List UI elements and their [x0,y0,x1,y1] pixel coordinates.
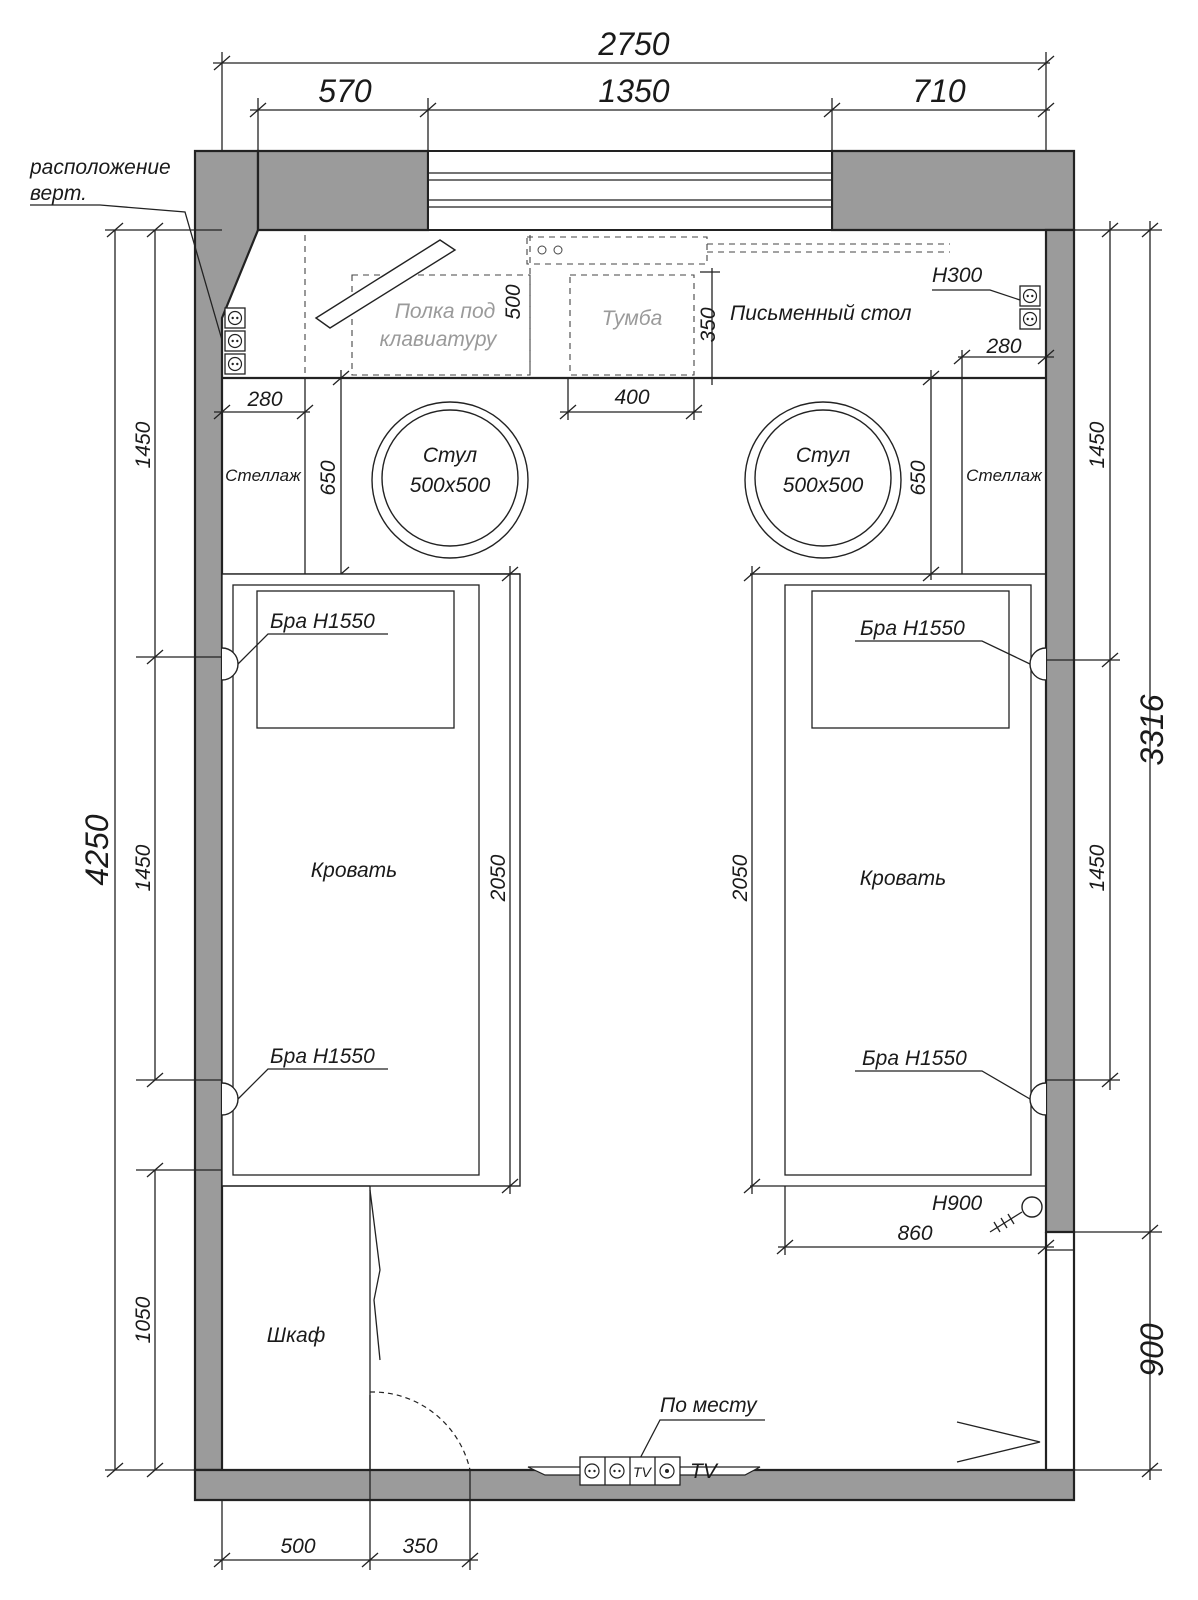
socket-icon [1019,308,1041,330]
socket-icon [224,330,246,352]
label-cabinet: Тумба [602,307,663,330]
label-chair-right-2: 500х500 [783,474,864,497]
dim-right-1450-top: 1450 [1086,421,1109,468]
dim-bottom-350: 350 [402,1535,437,1558]
chair-left: Стул 500х500 [371,401,529,559]
label-wardrobe: Шкаф [267,1324,325,1347]
label-vertical-location-1: расположение [29,156,171,179]
dim-keyboard-500: 500 [502,284,525,319]
socket-icon [224,353,246,375]
bed-left: Кровать 2050 [221,566,521,1194]
left-dimensions: 4250 1450 1450 1050 [79,222,222,1478]
sconces: Бра Н1550 Бра Н1550 Бра Н1550 Бра Н1550 [221,610,1047,1116]
label-desk: Письменный стол [730,302,912,325]
dim-right-bottom: 900 [1134,1323,1170,1377]
dim-seg-left: 570 [318,73,372,109]
dim-seg-window: 1350 [598,73,669,109]
chair-right: Стул 500х500 [744,401,902,559]
wall-top-left [256,149,430,232]
dim-left-1450-mid: 1450 [132,844,155,891]
label-sconce-left-bottom: Бра Н1550 [270,1045,375,1068]
socket-icon [584,1463,600,1479]
dim-total-width: 2750 [597,26,669,62]
label-shelving-left: Стеллаж [225,466,302,485]
label-switch-h900: Н900 [932,1192,983,1215]
desk: Полка под клавиатуру Тумба Письменный ст… [222,235,1046,420]
dim-right-height: 3316 [1134,694,1170,765]
label-chair-left-2: 500х500 [410,474,491,497]
dim-bed-left-2050: 2050 [487,854,510,902]
dim-cabinet-400: 400 [614,386,649,409]
label-tv: TV [690,1460,719,1483]
dim-seg-right: 710 [912,73,966,109]
dim-switch-860: 860 [897,1222,932,1245]
dim-cabinet-350: 350 [697,307,720,342]
socket-icon [659,1463,675,1479]
door [369,1391,471,1471]
dim-shelf-right-280: 280 [985,335,1021,358]
switch: Н900 860 [776,1186,1055,1255]
label-chair-left-1: Стул [423,444,477,467]
dim-left-1050: 1050 [132,1296,155,1343]
bottom-right-mark [956,1421,1041,1463]
label-keyboard-shelf-1: Полка под [395,300,496,323]
label-vertical-location-2: верт. [30,182,87,205]
wall-right [1044,228,1076,1234]
shelving-right: 280 650 Стеллаж [750,335,1055,582]
window [427,150,833,231]
label-sconce-right-top: Бра Н1550 [860,617,965,640]
bed-right: Кровать 2050 [729,566,1046,1194]
bottom-dimensions: 500 350 [213,1470,479,1570]
label-sconce-right-bottom: Бра Н1550 [862,1047,967,1070]
dim-right-1450-mid: 1450 [1086,844,1109,891]
dim-shelf-right-650: 650 [907,460,930,495]
top-dimensions: 2750 570 1350 710 [213,26,1055,151]
sconce-icon [1029,647,1047,681]
label-on-site: По месту [660,1394,758,1417]
vertical-sockets: расположение верт. [29,156,246,375]
dim-bottom-500: 500 [280,1535,315,1558]
label-tv-socket: TV [633,1464,653,1480]
tv-zone: По месту TV TV [527,1394,765,1486]
label-bed-left: Кровать [311,859,397,882]
socket-icon [1019,285,1041,307]
right-dimensions: 3316 900 1450 1450 [1046,221,1170,1480]
dim-shelf-left-280: 280 [246,388,282,411]
wardrobe: Шкаф [222,1185,381,1470]
socket-icon [609,1463,625,1479]
socket-icon [224,307,246,329]
wall-top-right [830,149,1076,232]
dim-left-1450-top: 1450 [132,421,155,468]
dim-shelf-left-650: 650 [317,460,340,495]
label-sconce-left-top: Бра Н1550 [270,610,375,633]
switch-icon [1021,1196,1043,1218]
dim-total-height: 4250 [79,814,115,885]
label-keyboard-shelf-2: клавиатуру [380,328,498,351]
label-outlet-h300: Н300 [932,264,983,287]
label-bed-right: Кровать [860,867,946,890]
sconce-icon [1029,1082,1047,1116]
dim-bed-right-2050: 2050 [729,854,752,902]
label-chair-right-1: Стул [796,444,850,467]
label-shelving-right: Стеллаж [966,466,1043,485]
